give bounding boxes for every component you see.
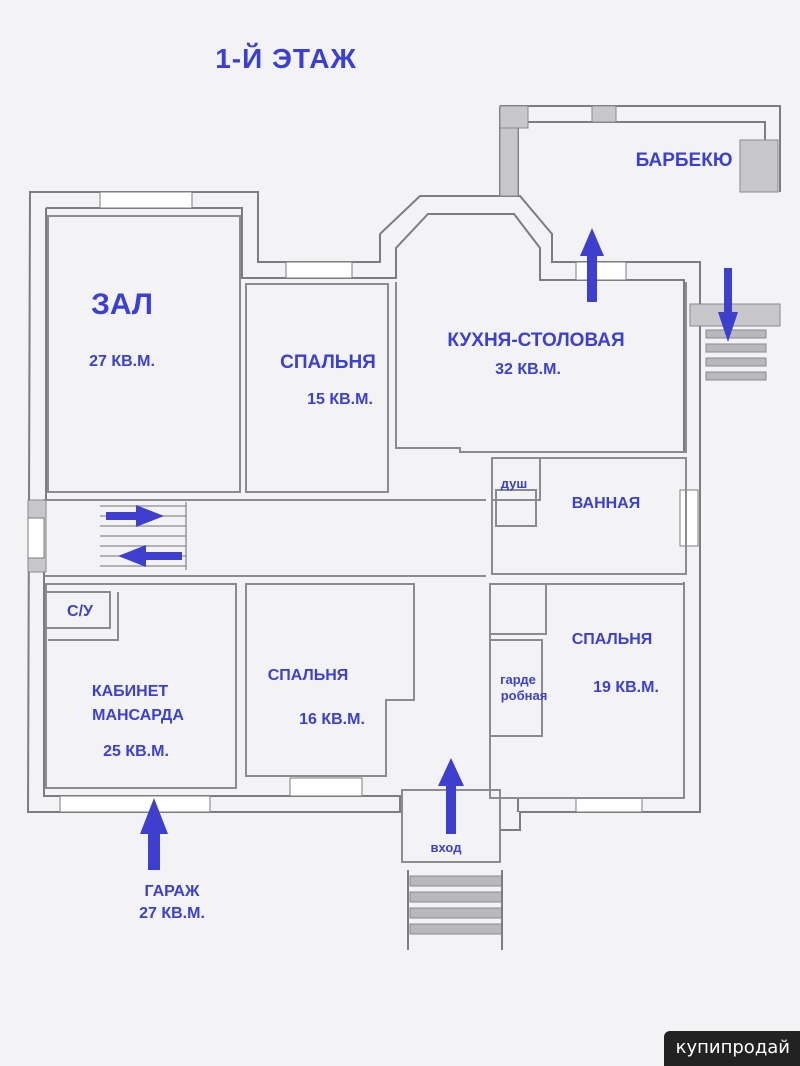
room-wardrobe-name-line2: робная (501, 688, 548, 703)
arrow-down-icon (718, 268, 738, 342)
arrow-up-icon (438, 758, 464, 834)
stairs-entrance (407, 870, 503, 950)
room-bedroom-east-area: 19 КВ.М. (593, 679, 659, 696)
room-office-name-line1: КАБИНЕТ (92, 683, 169, 700)
room-kitchen-area: 32 КВ.М. (495, 361, 561, 378)
room-bedroom-middle-name: СПАЛЬНЯ (268, 667, 349, 684)
room-wardrobe-name-line1: гарде (500, 672, 536, 687)
floor-title: 1-Й ЭТАЖ (215, 42, 357, 74)
room-shower-name: душ (501, 476, 527, 491)
interior-walls (44, 215, 687, 863)
room-wc-name: С/У (67, 603, 94, 620)
room-bedroom-middle-area: 16 КВ.М. (299, 711, 365, 728)
room-office-name-line2: МАНСАРДА (92, 707, 184, 724)
room-entrance-name: вход (431, 840, 463, 855)
room-bbq-name: БАРБЕКЮ (636, 150, 733, 171)
arrow-up-icon (580, 228, 604, 302)
arrow-up-icon (140, 798, 168, 870)
room-garage-area: 27 КВ.М. (139, 905, 205, 922)
room-kitchen-name: КУХНЯ-СТОЛОВАЯ (447, 330, 624, 351)
watermark-logo: купипродай (663, 1031, 800, 1066)
room-zal-area: 27 КВ.М. (89, 353, 155, 370)
room-office-area: 25 КВ.М. (103, 743, 169, 760)
arrow-right-icon (106, 505, 164, 527)
arrow-icons (106, 228, 738, 870)
room-bedroom-north-name: СПАЛЬНЯ (280, 352, 376, 373)
room-bedroom-east-name: СПАЛЬНЯ (572, 631, 653, 648)
room-bedroom-north-area: 15 КВ.М. (307, 391, 373, 408)
room-bathroom-name: ВАННАЯ (572, 495, 640, 512)
arrow-left-icon (118, 545, 182, 567)
stairs-hall (100, 502, 187, 570)
room-garage-name: ГАРАЖ (145, 883, 200, 900)
room-zal-name: ЗАЛ (91, 288, 153, 321)
stairs-bbq (705, 329, 767, 381)
